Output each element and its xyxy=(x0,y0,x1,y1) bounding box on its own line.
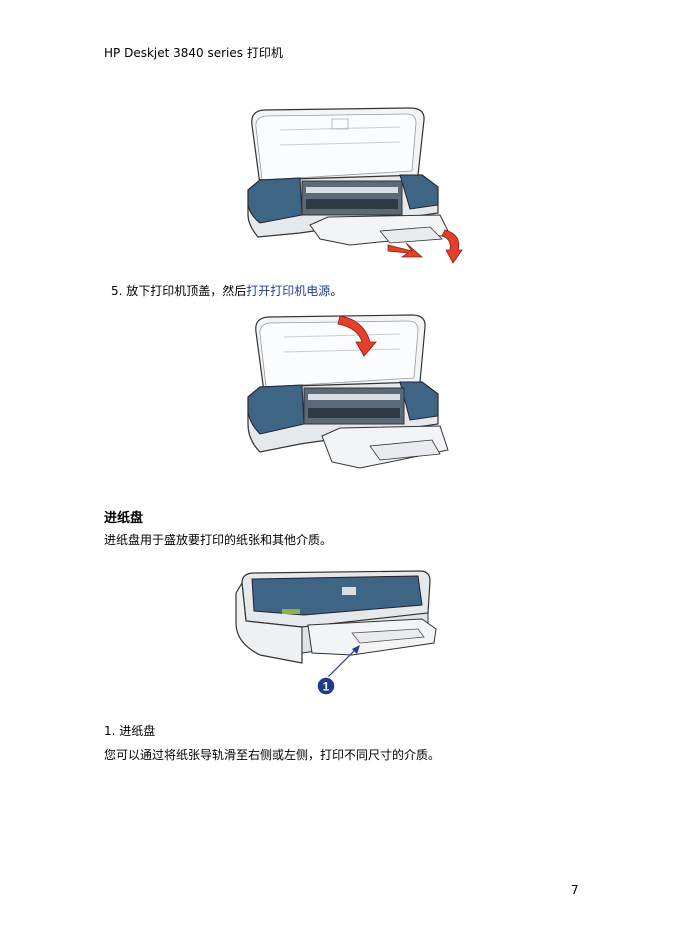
printer-close-lid-illustration xyxy=(247,314,449,469)
printer-open-tray-illustration xyxy=(247,107,463,264)
tray-note: 您可以通过将纸张导轨滑至右侧或左侧，打印不同尺寸的介质。 xyxy=(104,748,441,762)
figure-caption: 1. 进纸盘 xyxy=(104,724,156,738)
step-end: 。 xyxy=(330,284,343,298)
page-number: 7 xyxy=(571,883,579,897)
page-header: HP Deskjet 3840 series 打印机 xyxy=(104,46,283,60)
power-on-link[interactable]: 打开打印机电源 xyxy=(246,284,331,298)
step-5: 5. 放下打印机顶盖，然后打开打印机电源。 xyxy=(111,282,342,299)
printer-tray-callout-illustration: 1 xyxy=(235,570,437,696)
callout-marker xyxy=(316,676,336,696)
callout-label: 1 xyxy=(323,680,330,694)
section-heading: 进纸盘 xyxy=(104,511,144,526)
step-text: 放下打印机顶盖，然后 xyxy=(126,284,247,298)
section-description: 进纸盘用于盛放要打印的纸张和其他介质。 xyxy=(104,533,333,547)
step-number: 5. xyxy=(111,284,123,298)
